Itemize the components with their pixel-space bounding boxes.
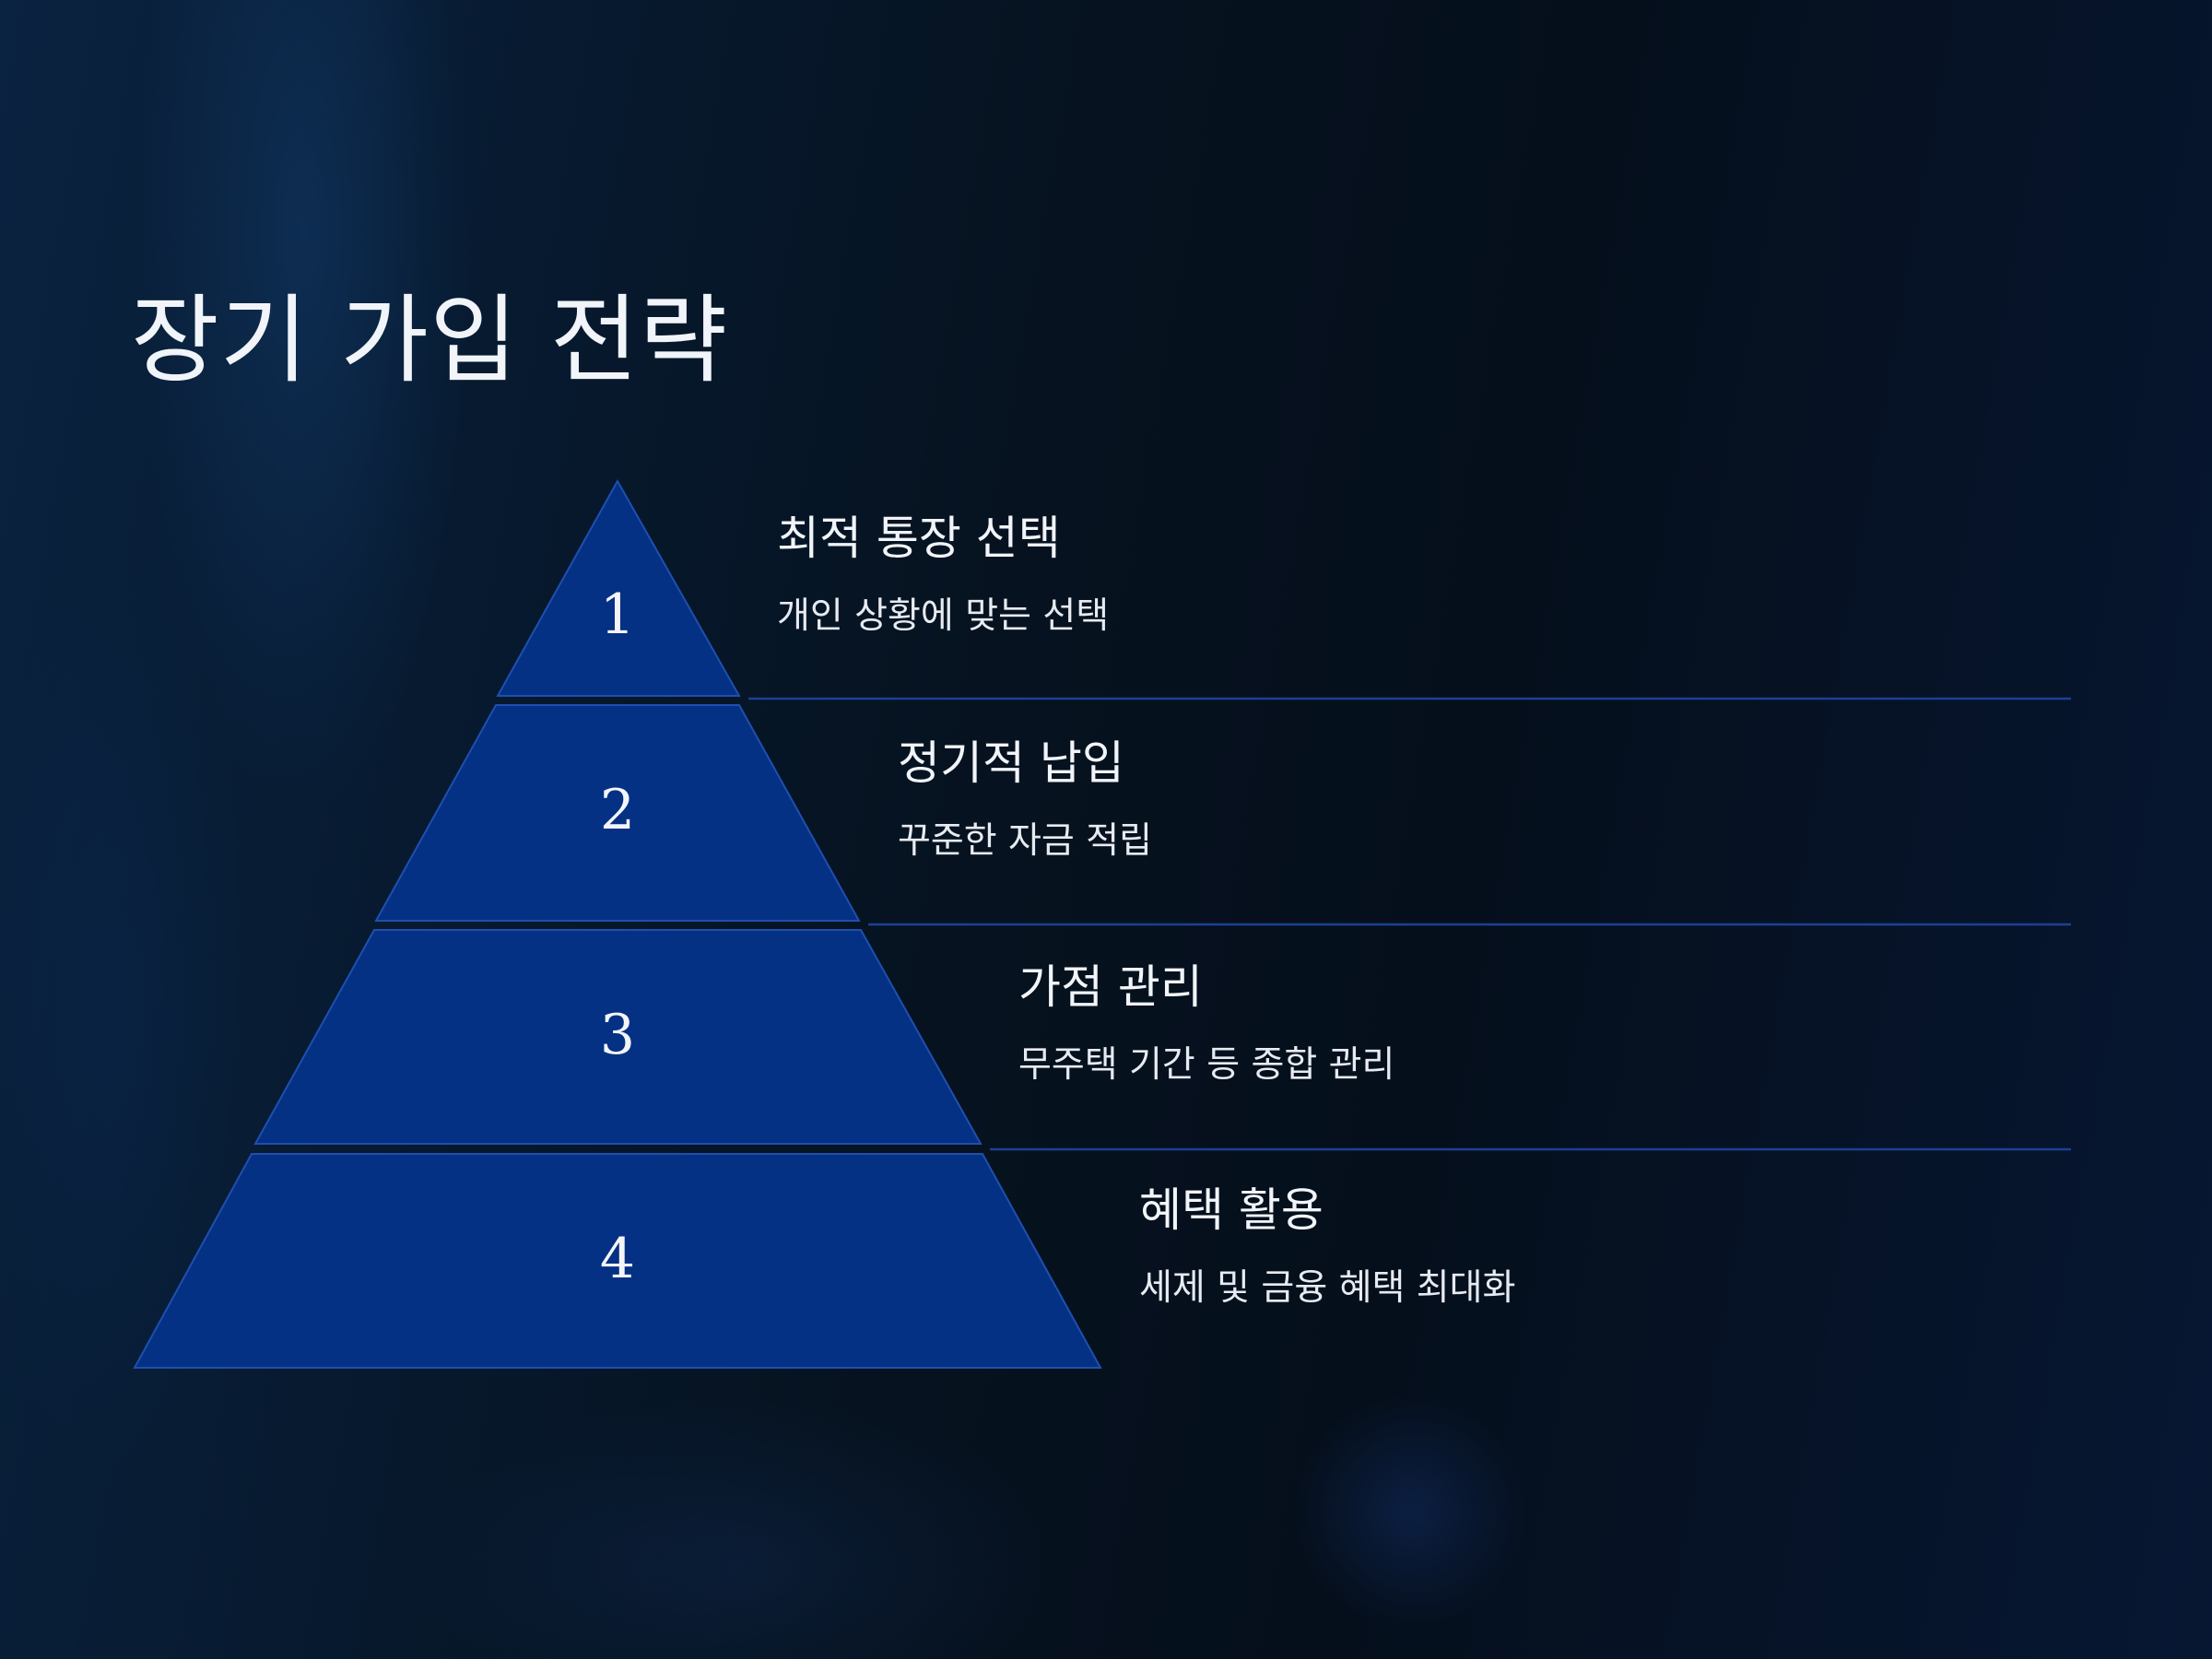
- pyramid-level-2-label: 정기적 납입 꾸준한 자금 적립: [898, 736, 1152, 863]
- pyramid-level-4-title: 혜택 활용: [1139, 1183, 1324, 1237]
- pyramid-level-3-title: 가점 관리: [1018, 960, 1203, 1014]
- pyramid-level-2-description: 꾸준한 자금 적립: [898, 819, 1152, 862]
- pyramid-level-3-description: 무주택 기간 등 종합 관리: [1018, 1043, 1395, 1086]
- pyramid-level-4-label: 혜택 활용 세제 및 금융 혜택 최대화: [1139, 1183, 1516, 1310]
- pyramid-level-1-title: 최적 통장 선택: [777, 512, 1061, 565]
- pyramid-level-1-label: 최적 통장 선택 개인 상황에 맞는 선택: [777, 512, 1109, 638]
- pyramid-level-2-number: 2: [600, 778, 635, 842]
- pyramid-level-3-label: 가점 관리 무주택 기간 등 종합 관리: [1018, 960, 1395, 1087]
- pyramid-level-3-number: 3: [600, 1003, 635, 1067]
- pyramid-level-2-title: 정기적 납입: [898, 736, 1124, 790]
- pyramid-level-1-number: 1: [600, 582, 635, 647]
- pyramid-level-4-number: 4: [600, 1227, 635, 1291]
- pyramid-level-1-description: 개인 상황에 맞는 선택: [777, 594, 1110, 637]
- slide-title: 장기 가입 전략: [131, 284, 729, 396]
- pyramid-level-4-description: 세제 및 금융 혜택 최대화: [1139, 1266, 1516, 1309]
- pyramid-level-3-shape: [253, 929, 982, 1145]
- pyramid-level-4-shape: [133, 1153, 1102, 1369]
- pyramid-level-2-shape: [374, 704, 861, 922]
- pyramid-level-1-shape: [496, 478, 741, 697]
